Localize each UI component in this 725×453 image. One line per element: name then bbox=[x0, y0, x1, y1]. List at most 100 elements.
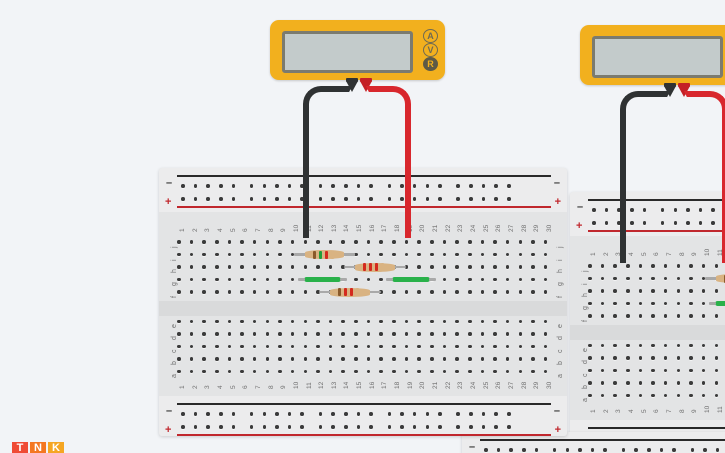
breadboard-hole[interactable] bbox=[493, 332, 497, 336]
breadboard-hole[interactable] bbox=[455, 290, 459, 294]
breadboard-hole[interactable] bbox=[505, 357, 510, 361]
rail-hole[interactable] bbox=[647, 448, 651, 452]
rail-hole[interactable] bbox=[300, 412, 305, 416]
breadboard-hole[interactable] bbox=[227, 357, 232, 361]
rail-hole[interactable] bbox=[690, 448, 695, 452]
breadboard-hole[interactable] bbox=[600, 343, 605, 348]
rail-hole[interactable] bbox=[262, 425, 267, 429]
breadboard-hole[interactable] bbox=[663, 289, 668, 293]
breadboard-hole[interactable] bbox=[379, 319, 383, 324]
breadboard-hole[interactable] bbox=[290, 332, 295, 336]
breadboard-hole[interactable] bbox=[316, 332, 320, 336]
rail-hole[interactable] bbox=[369, 425, 373, 429]
breadboard-hole[interactable] bbox=[202, 319, 206, 324]
breadboard-hole[interactable] bbox=[455, 240, 459, 244]
rail-hole[interactable] bbox=[275, 412, 279, 416]
breadboard-hole[interactable] bbox=[392, 369, 396, 374]
rail-hole[interactable] bbox=[438, 425, 442, 429]
rail-hole[interactable] bbox=[592, 221, 596, 225]
breadboard-hole[interactable] bbox=[265, 369, 270, 374]
breadboard-hole[interactable] bbox=[531, 277, 535, 282]
breadboard-hole[interactable] bbox=[588, 368, 592, 373]
breadboard-hole[interactable] bbox=[227, 290, 232, 294]
breadboard-hole[interactable] bbox=[354, 344, 358, 349]
breadboard-hole[interactable] bbox=[366, 277, 371, 282]
rail-hole[interactable] bbox=[456, 412, 460, 416]
breadboard-hole[interactable] bbox=[430, 240, 434, 244]
breadboard-hole[interactable] bbox=[404, 319, 409, 324]
breadboard-hole[interactable] bbox=[625, 314, 630, 318]
rail-hole[interactable] bbox=[484, 448, 488, 452]
breadboard-hole[interactable] bbox=[543, 240, 548, 244]
breadboard-hole[interactable] bbox=[518, 319, 523, 324]
breadboard-hole[interactable] bbox=[379, 252, 383, 257]
rail-hole[interactable] bbox=[231, 184, 236, 188]
breadboard-hole[interactable] bbox=[701, 393, 706, 398]
rail-hole[interactable] bbox=[400, 184, 404, 188]
breadboard-hole[interactable] bbox=[417, 319, 421, 324]
breadboard-hole[interactable] bbox=[613, 343, 617, 348]
breadboard-hole[interactable] bbox=[354, 240, 358, 244]
breadboard-hole[interactable] bbox=[240, 252, 244, 257]
rail-hole[interactable] bbox=[318, 412, 323, 416]
breadboard-hole[interactable] bbox=[442, 252, 447, 257]
breadboard-hole[interactable] bbox=[341, 357, 346, 361]
breadboard-secondary[interactable]: –+–+123456789101112131415161718192021222… bbox=[570, 192, 725, 453]
breadboard-hole[interactable] bbox=[214, 357, 219, 361]
breadboard-hole[interactable] bbox=[613, 393, 617, 398]
rail-hole[interactable] bbox=[262, 184, 267, 188]
breadboard-hole[interactable] bbox=[404, 344, 409, 349]
breadboard-hole[interactable] bbox=[531, 332, 535, 336]
breadboard-hole[interactable] bbox=[518, 290, 523, 294]
probe-wire-positive-vertical[interactable] bbox=[405, 106, 411, 238]
breadboard-hole[interactable] bbox=[227, 319, 232, 324]
breadboard-hole[interactable] bbox=[625, 264, 630, 268]
breadboard-hole[interactable] bbox=[505, 332, 510, 336]
breadboard-hole[interactable] bbox=[480, 265, 485, 269]
breadboard-hole[interactable] bbox=[278, 344, 282, 349]
breadboard-hole[interactable] bbox=[379, 357, 383, 361]
breadboard-hole[interactable] bbox=[430, 252, 434, 257]
breadboard-hole[interactable] bbox=[663, 381, 668, 385]
breadboard-hole[interactable] bbox=[613, 356, 617, 360]
breadboard-hole[interactable] bbox=[455, 357, 459, 361]
breadboard-hole[interactable] bbox=[638, 264, 643, 268]
breadboard-hole[interactable] bbox=[430, 265, 434, 269]
breadboard-hole[interactable] bbox=[676, 314, 681, 318]
breadboard-hole[interactable] bbox=[214, 344, 219, 349]
breadboard-hole[interactable] bbox=[625, 289, 630, 293]
breadboard-hole[interactable] bbox=[290, 319, 295, 324]
breadboard-hole[interactable] bbox=[625, 343, 630, 348]
breadboard-hole[interactable] bbox=[505, 319, 510, 324]
rail-hole[interactable] bbox=[218, 184, 223, 188]
probe-wire-negative-vertical[interactable] bbox=[303, 106, 309, 238]
breadboard-hole[interactable] bbox=[613, 289, 617, 293]
breadboard-hole[interactable] bbox=[676, 381, 681, 385]
breadboard-hole[interactable] bbox=[531, 252, 535, 257]
breadboard-hole[interactable] bbox=[316, 240, 320, 244]
breadboard-hole[interactable] bbox=[202, 357, 206, 361]
rail-hole[interactable] bbox=[331, 412, 335, 416]
breadboard-hole[interactable] bbox=[651, 393, 655, 398]
breadboard-hole[interactable] bbox=[600, 301, 605, 306]
breadboard-hole[interactable] bbox=[467, 252, 472, 257]
breadboard-hole[interactable] bbox=[625, 356, 630, 360]
rail-hole[interactable] bbox=[642, 208, 647, 212]
breadboard-hole[interactable] bbox=[714, 393, 719, 398]
breadboard-hole[interactable] bbox=[613, 381, 617, 385]
breadboard-hole[interactable] bbox=[651, 368, 655, 373]
breadboard-hole[interactable] bbox=[467, 319, 472, 324]
breadboard-hole[interactable] bbox=[455, 344, 459, 349]
breadboard-hole[interactable] bbox=[379, 332, 383, 336]
breadboard-hole[interactable] bbox=[189, 344, 194, 349]
breadboard-hole[interactable] bbox=[202, 265, 206, 269]
breadboard-hole[interactable] bbox=[518, 357, 523, 361]
rail-hole[interactable] bbox=[344, 184, 348, 188]
breadboard-hole[interactable] bbox=[701, 301, 706, 306]
breadboard-hole[interactable] bbox=[588, 381, 592, 385]
rail-hole[interactable] bbox=[509, 448, 513, 452]
breadboard-hole[interactable] bbox=[701, 343, 706, 348]
breadboard-hole[interactable] bbox=[518, 369, 523, 374]
breadboard-hole[interactable] bbox=[202, 369, 206, 374]
